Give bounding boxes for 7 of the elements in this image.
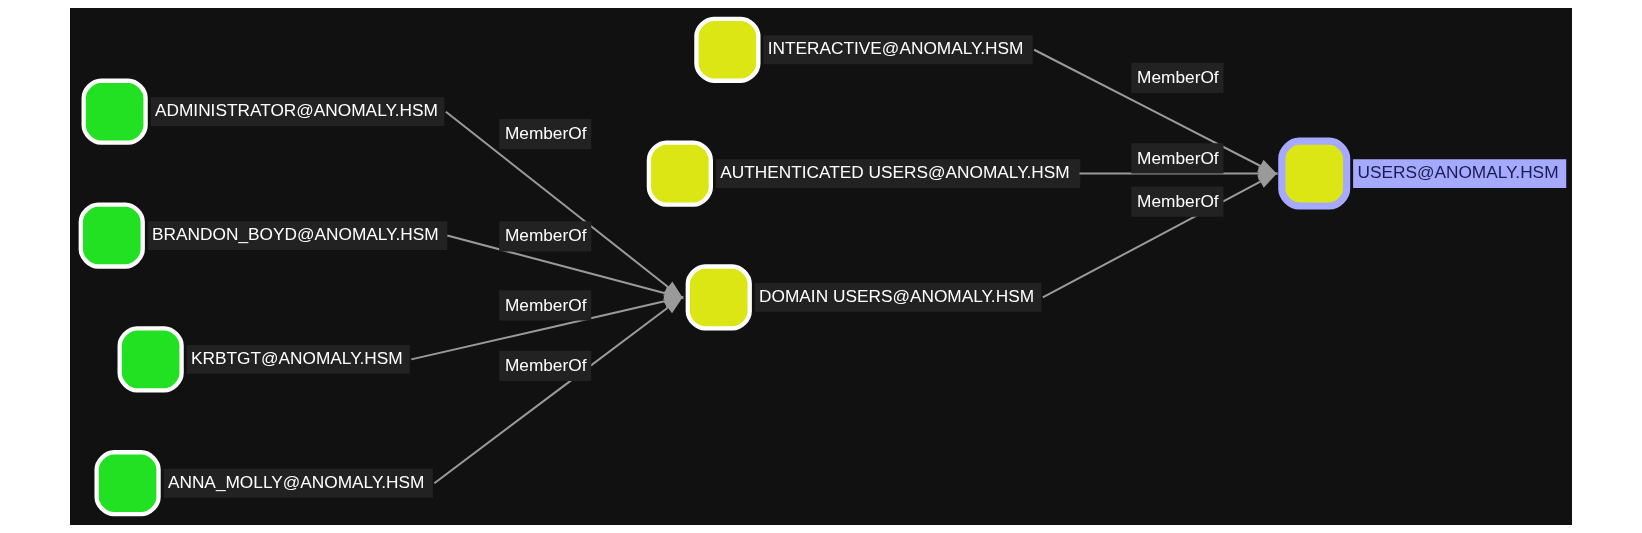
edge-label: MemberOf xyxy=(504,355,587,376)
edge-label: MemberOf xyxy=(504,225,587,246)
edge-label: MemberOf xyxy=(1137,190,1219,211)
edge-label: MemberOf xyxy=(504,123,587,144)
edge-label: MemberOf xyxy=(1137,147,1219,168)
edge-label: MemberOf xyxy=(1137,67,1219,88)
edge-label: MemberOf xyxy=(504,294,587,315)
